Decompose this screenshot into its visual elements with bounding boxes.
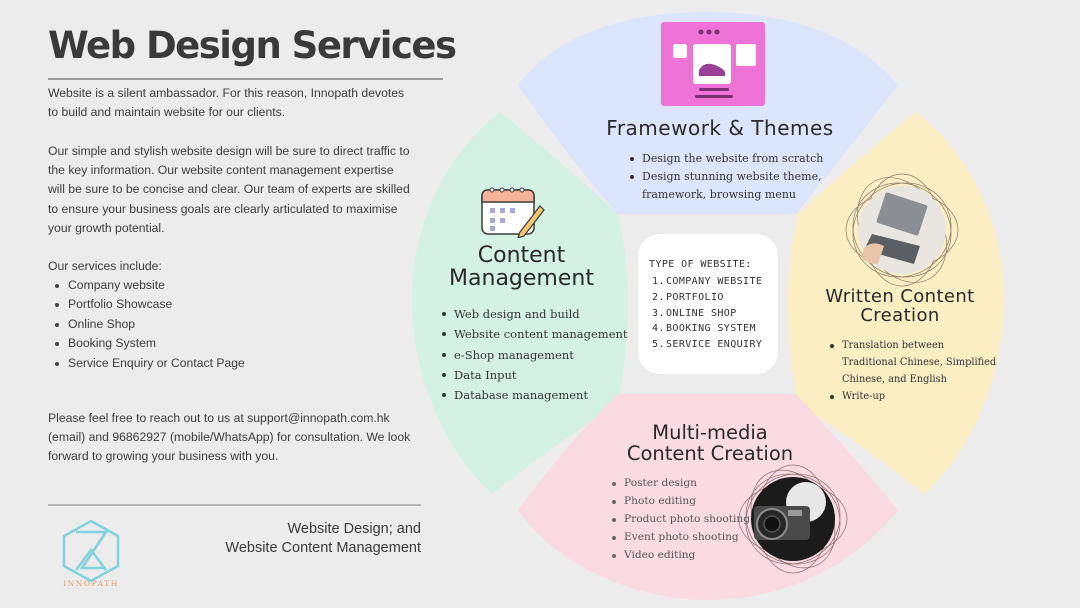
services-diagram: Framework & Themes Design the website fr…: [410, 0, 1010, 608]
content-management-petal: [412, 112, 628, 494]
list-item: Database management: [442, 385, 632, 405]
services-list: Company website Portfolio Showcase Onlin…: [55, 276, 245, 373]
description-paragraph: Our simple and stylish website design wi…: [48, 144, 410, 235]
title-line: Content: [477, 243, 566, 268]
written-content-list: Translation between Traditional Chinese,…: [830, 337, 1000, 405]
footer-line-1: Website Design; and: [287, 521, 421, 537]
list-item: Data Input: [442, 365, 632, 385]
title-line: Creation: [860, 305, 940, 326]
list-item: Write-up: [830, 388, 1000, 405]
web-page-icon: [661, 22, 765, 106]
camera-photo: [738, 464, 848, 574]
footer-divider: [48, 504, 421, 506]
list-item: Company website: [55, 276, 245, 295]
list-item: Design the website from scratch: [630, 150, 870, 168]
list-item: 5.SERVICE ENQUIRY: [652, 339, 763, 351]
title-line: Written Content: [825, 286, 975, 307]
footer-line-2: Website Content Management: [225, 540, 421, 556]
framework-list: Design the website from scratch Design s…: [630, 150, 870, 204]
list-item: Online Shop: [55, 315, 245, 334]
title-line: Management: [449, 266, 594, 291]
services-heading: Our services include:: [48, 259, 162, 273]
list-item: Booking System: [55, 334, 245, 353]
list-item: Portfolio Showcase: [55, 295, 245, 314]
page-title: Web Design Services: [48, 24, 457, 67]
list-item: Design stunning website theme, framework…: [630, 168, 870, 204]
laptop-photo: [845, 173, 959, 287]
list-item: 2.PORTFOLIO: [652, 291, 724, 303]
written-content-petal: [788, 112, 1004, 494]
list-item: Translation between Traditional Chinese,…: [830, 337, 1000, 388]
title-line: Content Creation: [626, 441, 794, 465]
footer-tagline: Website Design; and Website Content Mana…: [225, 520, 421, 558]
title-divider: [48, 78, 443, 80]
calendar-pencil-icon: [481, 187, 545, 238]
content-management-title: Content Management: [434, 244, 609, 290]
list-item: 4.BOOKING SYSTEM: [652, 323, 756, 335]
type-title: TYPE OF WEBSITE:: [649, 259, 752, 270]
list-item: e-Shop management: [442, 345, 632, 365]
innopath-logo: [62, 519, 120, 583]
written-content-title: Written Content Creation: [810, 287, 990, 325]
left-column: Web Design Services Website is a silent …: [48, 0, 457, 608]
type-list: 1.COMPANY WEBSITE 2.PORTFOLIO 3.ONLINE S…: [652, 274, 766, 353]
list-item: Service Enquiry or Contact Page: [55, 354, 245, 373]
multimedia-title: Multi-media Content Creation: [610, 421, 810, 465]
list-item: Website content management: [442, 324, 632, 344]
list-item: Poster design: [612, 475, 752, 493]
list-item: Photo editing: [612, 493, 752, 511]
petal-shapes: [412, 12, 1004, 600]
list-item: Video editing: [612, 547, 752, 565]
framework-title: Framework & Themes: [606, 116, 834, 140]
multimedia-list: Poster design Photo editing Product phot…: [612, 475, 752, 565]
contact-paragraph: Please feel free to reach out to us at s…: [48, 411, 411, 464]
list-item: 3.ONLINE SHOP: [652, 307, 737, 319]
list-item: Product photo shooting: [612, 511, 752, 529]
logo-text: INNOPATH: [63, 579, 119, 588]
intro-paragraph: Website is a silent ambassador. For this…: [48, 86, 405, 120]
title-line: Multi-media: [652, 421, 768, 444]
content-management-list: Web design and build Website content man…: [442, 304, 632, 405]
list-item: 1.COMPANY WEBSITE: [652, 276, 763, 287]
list-item: Web design and build: [442, 304, 632, 324]
framework-petal: [518, 12, 898, 214]
type-of-website-box: TYPE OF WEBSITE: 1.COMPANY WEBSITE 2.POR…: [638, 234, 778, 374]
list-item: Event photo shooting: [612, 529, 752, 547]
